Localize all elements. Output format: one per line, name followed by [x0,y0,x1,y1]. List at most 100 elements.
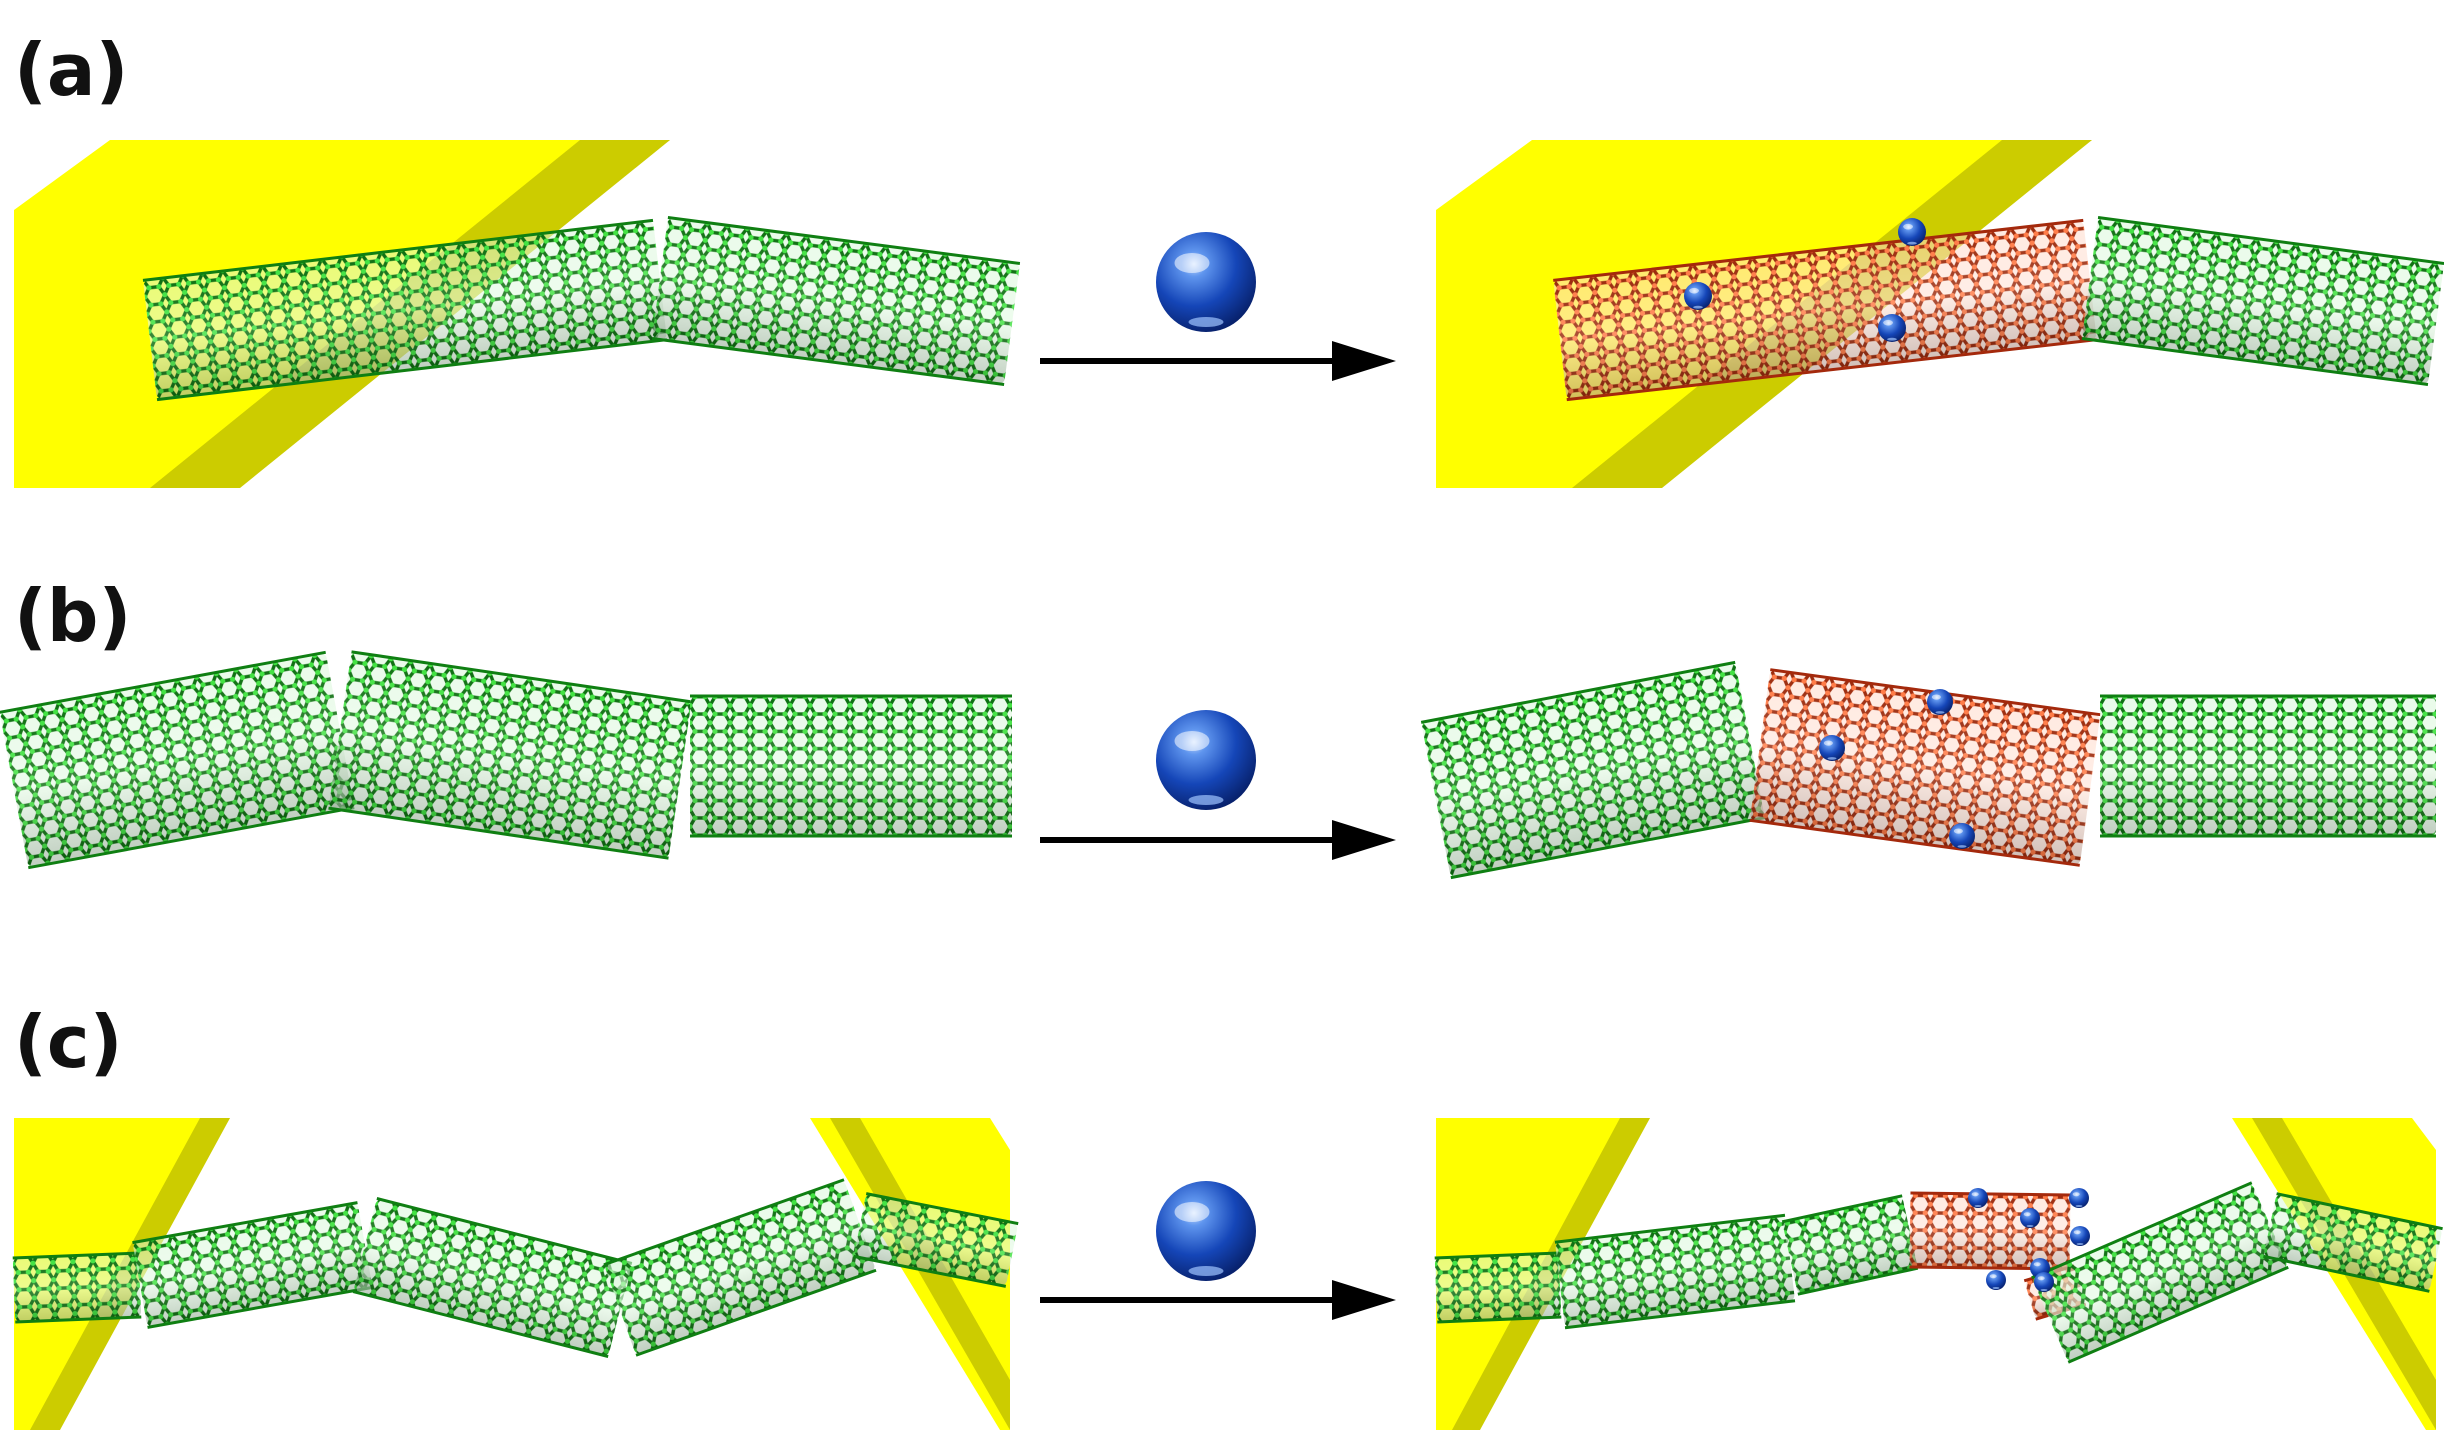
tube-b-right-1 [1420,660,1766,880]
adsorbed-molecule-b-2 [1949,823,1975,849]
tube-edge-bottom [651,336,1005,386]
sphere-reflection [1974,1205,1982,1207]
sphere-reflection [1827,757,1837,760]
right-arrow-icon [1332,1280,1396,1320]
tube-a-left-2 [651,216,1021,386]
sphere-highlight [1953,828,1963,834]
sphere-body [1878,314,1906,342]
tube-edge-bottom [853,1254,1007,1288]
adsorbed-molecule-c-6 [2034,1272,2054,1292]
tube-edge-top [1420,660,1736,724]
electrode-face [810,1118,1010,1430]
adsorbed-molecule-a-1 [1898,218,1926,246]
sphere-highlight [2037,1276,2045,1281]
molecule-icon-c [1156,1181,1256,1281]
tube-edge-top [1434,1251,1559,1260]
adsorbed-molecule-c-2 [2069,1188,2089,1208]
tube-edge-top [1910,1191,2071,1197]
tube-edge-top [351,650,692,704]
sphere-reflection [1887,337,1897,341]
tube-a-right-pristine [2081,216,2444,386]
tube-edge-top [132,1201,358,1245]
sphere-body [1927,689,1953,715]
tube-shading [133,1203,372,1327]
sphere-highlight [1174,253,1210,273]
tube-edge-bottom [1450,816,1766,880]
tube-edge-bottom [1797,1266,1919,1296]
tube-edge-bottom [2067,1265,2289,1364]
tube-shading [1750,670,2100,865]
panel-label-b: (b) [14,574,132,658]
tube-c-right-reacted [1909,1191,2071,1271]
tube-edge-top [1781,1194,1903,1224]
tube-shading [2082,218,2444,384]
sphere-reflection [1907,241,1917,245]
tube-shading [329,652,691,858]
tube-shading [605,1181,875,1354]
tube-shading [854,1194,1018,1286]
tube-b-left-2 [328,650,692,860]
sphere-body [1684,282,1712,310]
sphere-highlight [2073,1230,2081,1235]
adsorbed-molecule-b-1 [1927,689,1953,715]
tube-a-right-reacted [1553,218,2097,402]
adsorbed-molecule-c-3 [2070,1226,2090,1246]
tube-b-right-3 [2100,694,2436,838]
sphere-reflection [2040,1289,2048,1291]
tube-shading [652,218,1020,384]
molecule-icon-b [1156,710,1256,810]
sphere-highlight [1989,1274,1997,1279]
carbon-nanotubes [0,216,2444,1364]
tube-shading [354,1199,631,1356]
sphere-body [1949,823,1975,849]
tube-shading [1909,1193,2071,1269]
tube-shading [690,696,1012,836]
sphere-reflection [1188,795,1224,805]
tube-c-left-5 [853,1192,1019,1288]
arrow-b [1040,820,1396,860]
tube-c-right-1 [1434,1251,1562,1324]
arrow-c [1040,1280,1396,1320]
tube-edge-bottom [156,338,668,402]
tube-shading [1422,663,1764,877]
adsorbed-molecule-a-2 [1878,314,1906,342]
tube-edge-top [1554,1213,1786,1244]
tube-c-left-1 [12,1251,142,1324]
sphere-highlight [1931,694,1941,700]
tube-c-left-3 [352,1197,633,1358]
tube-edge-bottom [1749,818,2080,867]
sphere-reflection [2075,1205,2083,1207]
tube-edge-top [2276,1192,2443,1231]
tube-edge-top [0,650,326,714]
sphere-highlight [1823,740,1833,746]
tube-shading [2033,1184,2287,1361]
tube-edge-bottom [1566,338,2097,402]
tube-b-right-reacted [1749,668,2101,867]
right-arrow-icon [1332,820,1396,860]
tube-edge-bottom [1437,1315,1562,1324]
tube-c-right-5 [2263,1192,2443,1293]
sphere-reflection [1693,305,1703,309]
tube-c-right-2 [1554,1213,1796,1330]
sphere-reflection [1957,845,1967,848]
tube-edge-bottom [28,806,355,870]
adsorbed-molecule-b-0 [1819,735,1845,761]
tube-shading [1555,1215,1795,1328]
arrow-a [1040,341,1396,381]
tube-edge-bottom [352,1290,609,1358]
sphere-highlight [1174,1202,1210,1222]
tube-edge-top [1553,218,2084,282]
right-arrow-icon [1332,341,1396,381]
tube-edge-top [12,1251,139,1260]
molecules [1156,218,2090,1292]
sphere-highlight [1689,287,1699,294]
panel-label-c: (c) [14,1000,123,1084]
tube-b-left-1 [0,650,355,870]
sphere-reflection [1935,711,1945,714]
tube-shading [1783,1196,1917,1294]
sphere-reflection [1188,1266,1224,1276]
sphere-reflection [1188,317,1224,327]
sphere-reflection [1992,1287,2000,1289]
sphere-body [1819,735,1845,761]
tube-edge-top [376,1197,633,1265]
